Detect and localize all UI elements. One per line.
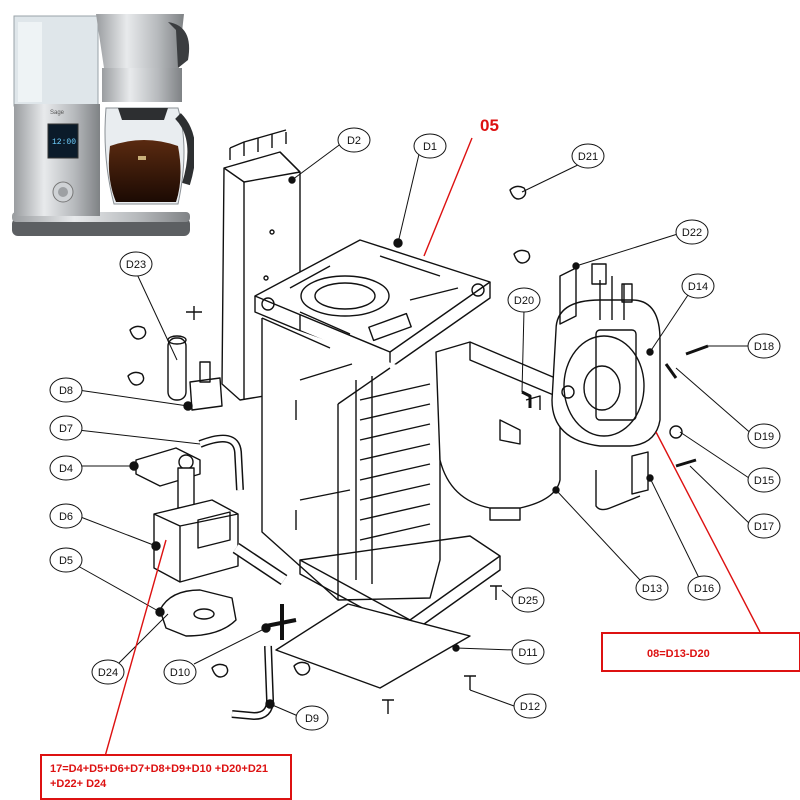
- callout-d17: D17: [754, 521, 774, 533]
- assembly-label-05: 05: [480, 116, 499, 135]
- note-pump-group: 17=D4+D5+D6+D7+D8+D9+D10 +D20+D21 +D22+ …: [40, 754, 292, 800]
- part-d11-plate: [275, 603, 471, 689]
- callout-d13: D13: [642, 583, 662, 595]
- callout-d16: D16: [694, 583, 714, 595]
- brand-mark: Sage: [50, 110, 65, 116]
- callout-d2: D2: [347, 135, 361, 147]
- red-leader-lines: [103, 137, 761, 761]
- callout-ellipses: [49, 127, 781, 731]
- note-heater-group-text: 08=D13-D20: [647, 648, 710, 660]
- callout-d1: D1: [423, 141, 437, 153]
- callout-d18: D18: [754, 341, 774, 353]
- note-pump-group-text: 17=D4+D5+D6+D7+D8+D9+D10 +D20+D21 +D22+ …: [50, 763, 269, 790]
- part-pump-group: [129, 335, 288, 637]
- callout-d22: D22: [682, 227, 702, 239]
- callout-d25: D25: [518, 595, 538, 607]
- callout-d24: D24: [98, 667, 118, 679]
- callout-d7: D7: [59, 423, 73, 435]
- callout-d6: D6: [59, 511, 73, 523]
- callout-d10: D10: [170, 667, 190, 679]
- part-d14-heater: [551, 262, 661, 447]
- callout-d15: D15: [754, 475, 774, 487]
- callout-d21: D21: [578, 151, 598, 163]
- callout-d5: D5: [59, 555, 73, 567]
- callout-d19: D19: [754, 431, 774, 443]
- callout-d8: D8: [59, 385, 73, 397]
- part-d9-d10-hose: [231, 604, 297, 720]
- callout-d9: D9: [305, 713, 319, 725]
- part-d1-frame: [254, 238, 501, 635]
- part-clips-screws: [127, 185, 709, 714]
- part-d13-housing: [435, 341, 561, 521]
- product-photo: Sage 12:00: [8, 8, 194, 244]
- callout-d4: D4: [59, 463, 73, 475]
- callout-d14: D14: [688, 281, 708, 293]
- callout-d12: D12: [520, 701, 540, 713]
- callout-d23: D23: [126, 259, 146, 271]
- callout-d20: D20: [514, 295, 534, 307]
- part-d16-bracket: [595, 451, 654, 511]
- callout-d11: D11: [518, 647, 537, 659]
- leader-lines: [77, 139, 755, 717]
- display-readout: 12:00: [52, 138, 76, 147]
- note-heater-group: 08=D13-D20: [601, 632, 800, 672]
